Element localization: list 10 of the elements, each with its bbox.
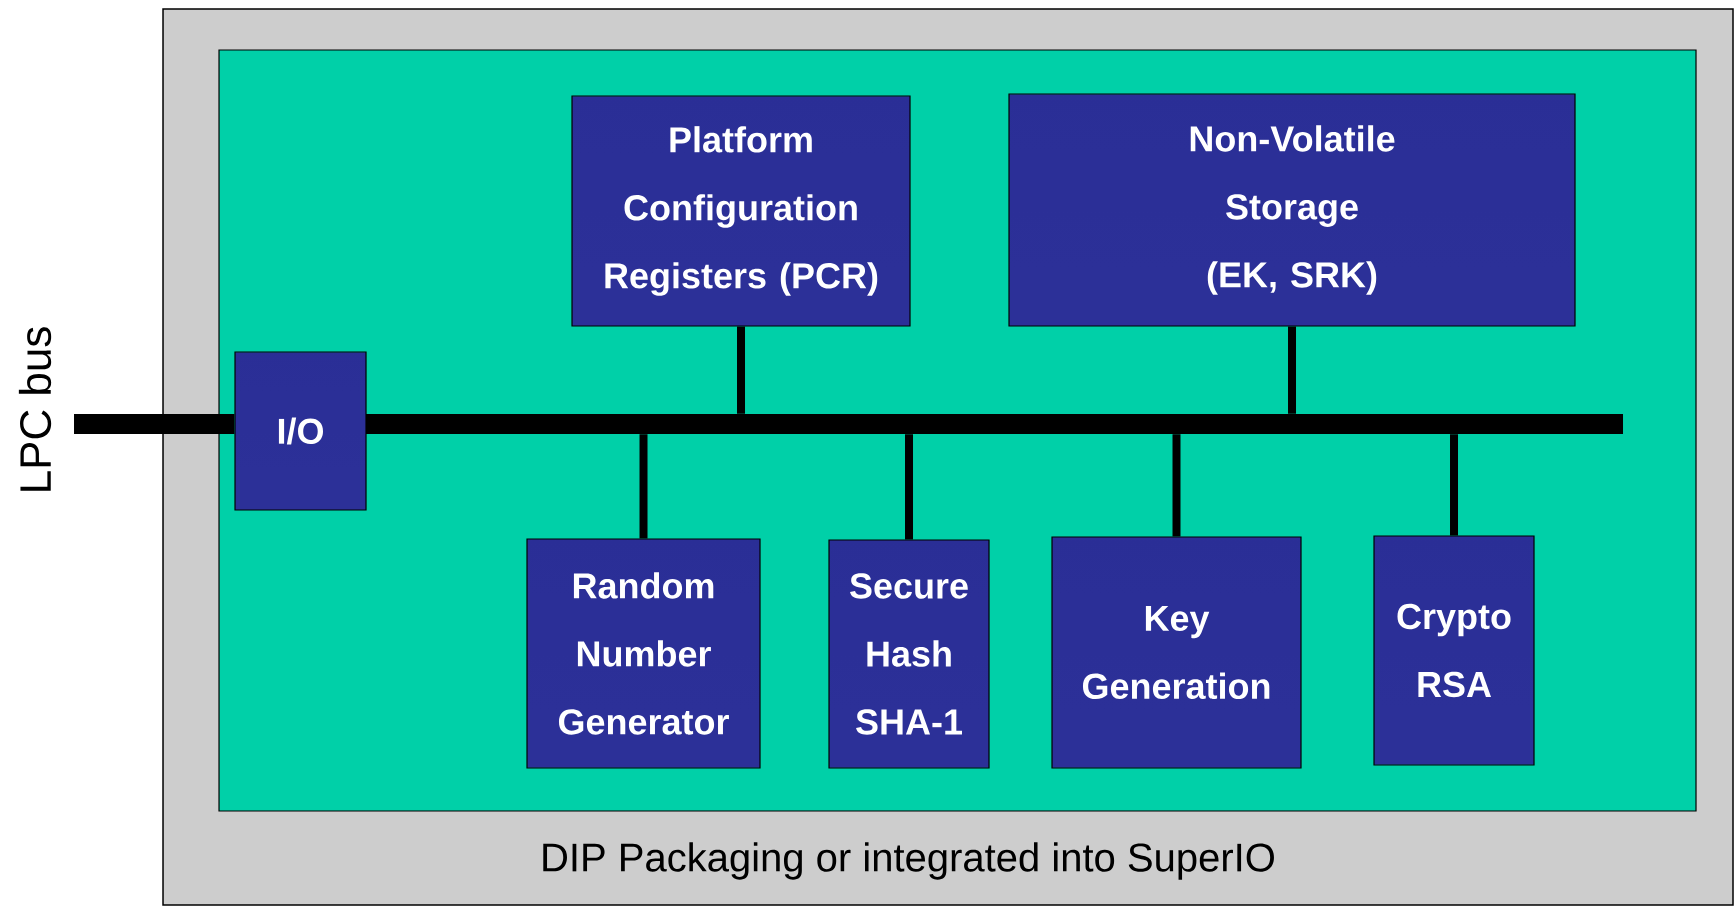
component-box: Crypto RSA (1373, 535, 1535, 766)
component-box: Platform Configuration Registers (PCR) (571, 95, 911, 327)
component-box: Random Number Generator (526, 538, 761, 769)
component-box: Key Generation (1051, 536, 1302, 769)
component-box: I/O (234, 351, 367, 511)
bus-label: LPC bus (18, 327, 52, 491)
component-box: Non-Volatile Storage (EK, SRK) (1008, 93, 1576, 327)
component-box: Secure Hash SHA-1 (828, 539, 990, 769)
bus-bar (366, 414, 1623, 434)
bus-line (74, 414, 235, 434)
